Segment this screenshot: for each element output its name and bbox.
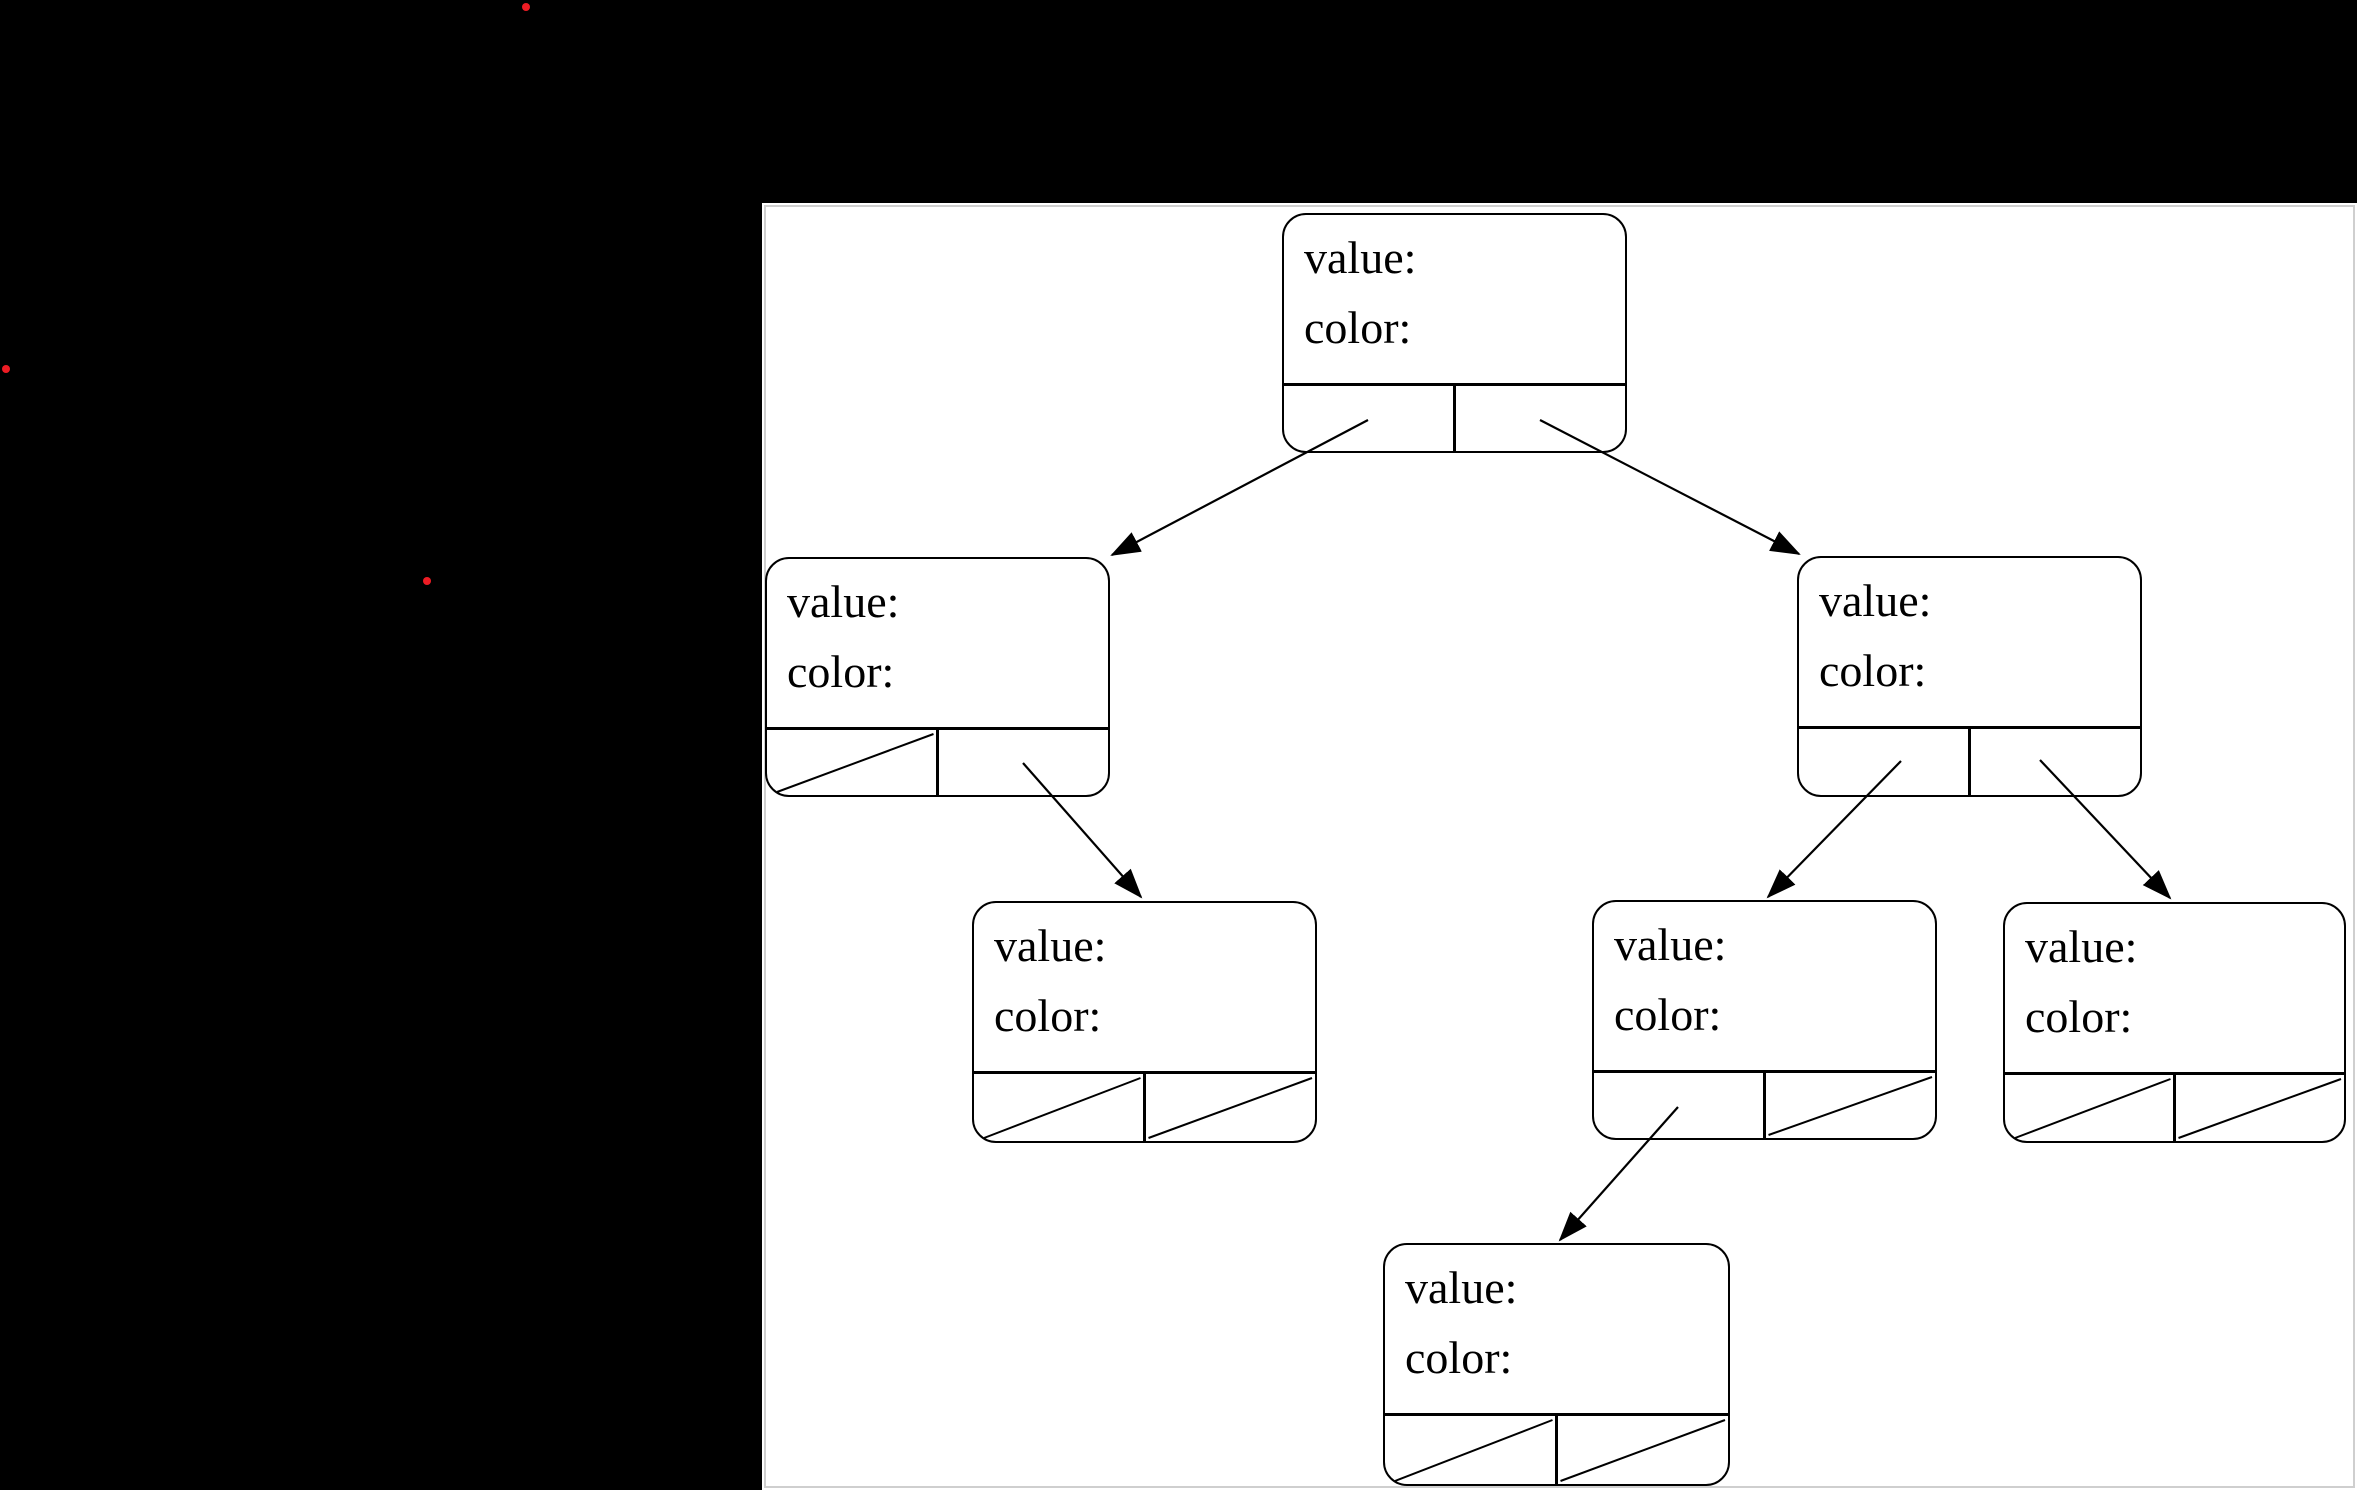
node-color-label: color: (1405, 1332, 1513, 1383)
node-value-label: value: (2025, 921, 2138, 972)
node-value-label: value: (787, 576, 900, 627)
right-pointer-cell (2176, 1075, 2344, 1141)
node-value-label: value: (1304, 232, 1417, 283)
node-pointer-row (767, 727, 1108, 795)
left-pointer-cell (1594, 1073, 1766, 1138)
panel-inner-border (764, 205, 2355, 1488)
tree-node-right-right: value: color: (2003, 902, 2346, 1143)
node-color-label: color: (787, 646, 895, 697)
node-color-label: color: (994, 990, 1102, 1041)
node-pointer-row (1594, 1070, 1935, 1138)
node-pointer-row (1799, 726, 2140, 795)
node-pointer-row (1385, 1413, 1728, 1484)
red-dot-1 (522, 3, 530, 11)
right-pointer-cell (1766, 1073, 1935, 1138)
tree-node-right-left: value: color: (1592, 900, 1937, 1140)
right-pointer-cell (1456, 386, 1625, 451)
node-pointer-row (1284, 383, 1625, 451)
left-pointer-cell (2005, 1075, 2176, 1141)
node-fields: value: color: (1385, 1245, 1728, 1413)
left-pointer-cell (1799, 729, 1971, 795)
right-pointer-cell (1971, 729, 2140, 795)
node-pointer-row (2005, 1072, 2344, 1141)
node-value-label: value: (994, 920, 1107, 971)
tree-node-left-right: value: color: (972, 901, 1317, 1143)
tree-node-left: value: color: (765, 557, 1110, 797)
red-dots-group (2, 3, 530, 585)
node-fields: value: color: (2005, 904, 2344, 1072)
tree-node-right: value: color: (1797, 556, 2142, 797)
left-pointer-cell (1284, 386, 1456, 451)
node-fields: value: color: (1594, 902, 1935, 1070)
node-color-label: color: (1614, 989, 1722, 1040)
right-pointer-cell (1558, 1416, 1728, 1484)
left-pointer-cell (767, 730, 939, 795)
node-fields: value: color: (767, 559, 1108, 727)
tree-node-root: value: color: (1282, 213, 1627, 453)
right-pointer-cell (1146, 1074, 1315, 1141)
node-color-label: color: (1819, 645, 1927, 696)
node-fields: value: color: (974, 903, 1315, 1071)
tree-node-right-left-left: value: color: (1383, 1243, 1730, 1486)
node-fields: value: color: (1284, 215, 1625, 383)
node-color-label: color: (2025, 991, 2133, 1042)
node-value-label: value: (1614, 919, 1727, 970)
right-pointer-cell (939, 730, 1108, 795)
node-pointer-row (974, 1071, 1315, 1141)
node-value-label: value: (1405, 1262, 1518, 1313)
left-pointer-cell (1385, 1416, 1558, 1484)
node-value-label: value: (1819, 575, 1932, 626)
node-fields: value: color: (1799, 558, 2140, 726)
node-color-label: color: (1304, 302, 1412, 353)
left-pointer-cell (974, 1074, 1146, 1141)
red-dot-2 (2, 365, 10, 373)
red-dot-3 (423, 577, 431, 585)
